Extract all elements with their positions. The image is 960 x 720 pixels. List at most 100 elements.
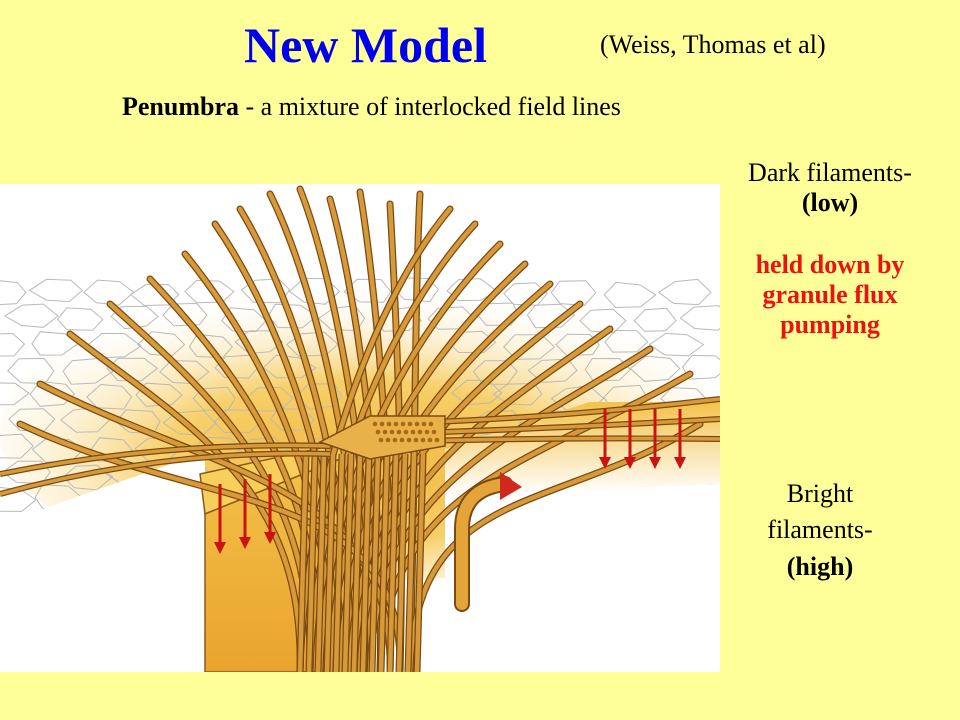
horizontal-filament <box>0 443 331 476</box>
pumping-arrow-head <box>674 457 686 469</box>
bright-filaments-note: Bright filaments- (high) <box>720 476 920 585</box>
granule-cell <box>633 307 677 332</box>
pumping-arrows <box>214 409 686 554</box>
granule-cell <box>0 332 26 357</box>
flux-dot <box>396 429 402 435</box>
flux-dot <box>375 429 381 435</box>
flux-dot <box>428 421 434 427</box>
flux-dot <box>420 437 426 443</box>
granule-cell <box>555 333 600 357</box>
granule-cell <box>604 329 649 353</box>
pumping-arrow-head <box>599 457 611 469</box>
granule-cell <box>681 354 720 380</box>
flux-dot <box>421 421 427 427</box>
bundle-tube <box>351 453 363 672</box>
flux-dot <box>385 437 391 443</box>
slide-title: New Model <box>244 17 487 73</box>
granule-cell <box>86 383 133 410</box>
granule-cell <box>657 278 712 306</box>
bright-filaments-level: (high) <box>786 551 854 581</box>
sunspot-figure <box>0 184 720 672</box>
pumping-arrow-head <box>624 457 636 469</box>
granule-cell <box>110 305 159 330</box>
bundle-tube <box>324 453 336 672</box>
subtitle-keyword: Penumbra <box>122 92 239 121</box>
flux-dot <box>386 421 392 427</box>
granule-cell <box>56 307 104 331</box>
umbra-flux-dots <box>372 421 440 443</box>
flux-dot <box>407 421 413 427</box>
granule-cell <box>83 279 135 306</box>
granule-cell <box>446 278 498 302</box>
flux-dot <box>413 437 419 443</box>
granule-cell <box>0 382 30 406</box>
granule-cell <box>584 357 632 382</box>
upflow-arrow-icon <box>456 478 511 610</box>
granule-cell <box>526 303 576 329</box>
flux-dot <box>406 437 412 443</box>
dark-filaments-label: Dark filaments- <box>748 158 912 187</box>
upflow-arrow-head <box>500 472 522 500</box>
granule-cell <box>343 278 392 303</box>
granule-cell <box>29 380 76 407</box>
bundle-tube <box>414 453 426 672</box>
flux-dot <box>434 437 440 443</box>
sunspot-flux-tube-illustration <box>0 185 720 672</box>
granule-cell <box>28 278 84 303</box>
granule-cell <box>0 433 34 459</box>
bundle-tube <box>306 453 318 672</box>
pumping-arrow-head <box>214 542 226 554</box>
flux-dot <box>424 429 430 435</box>
bundle-tube <box>405 453 417 672</box>
bundle-tube <box>315 453 327 672</box>
flux-tube <box>307 221 478 672</box>
flux-dot <box>410 429 416 435</box>
subtitle-description: - a mixture of interlocked field lines <box>239 92 621 121</box>
pumping-arrow-head <box>239 537 251 549</box>
granule-cell <box>60 406 111 433</box>
flux-dot <box>389 429 395 435</box>
flux-dot <box>382 429 388 435</box>
granule-cell <box>31 331 79 356</box>
flux-dot <box>378 437 384 443</box>
flux-dot <box>372 421 378 427</box>
granule-cell <box>629 355 681 382</box>
right-void <box>445 484 720 672</box>
pumping-arrow-head <box>649 457 661 469</box>
granule-cell <box>162 302 208 327</box>
granule-cell <box>106 357 159 382</box>
granule-cell <box>0 280 27 306</box>
bundle-tube <box>360 453 372 672</box>
bundle-tube <box>342 453 354 672</box>
bundle-tube <box>333 453 345 672</box>
bundle-tube <box>387 453 399 672</box>
mechanism-line-3: pumping <box>780 309 880 339</box>
flux-dot <box>431 429 437 435</box>
granule-cell <box>603 281 657 309</box>
granule-cell <box>136 331 186 357</box>
bright-filaments-line-2: filaments- <box>767 515 873 545</box>
granule-cell <box>3 303 59 328</box>
bundle-tube <box>297 453 309 672</box>
granule-cell <box>679 305 720 331</box>
flux-dot <box>417 429 423 435</box>
pumping-mechanism-note: held down by granule flux pumping <box>700 250 960 340</box>
flux-dot <box>400 421 406 427</box>
granule-cell <box>648 332 705 357</box>
flux-dot <box>403 429 409 435</box>
flux-tube <box>297 206 453 672</box>
horizontal-filament <box>0 451 331 496</box>
dark-filaments-note: Dark filaments- (low) <box>700 158 960 218</box>
mechanism-line-1: held down by <box>755 250 905 279</box>
author-credit: (Weiss, Thomas et al) <box>600 30 826 59</box>
slide-subtitle: Penumbra - a mixture of interlocked fiel… <box>122 92 621 122</box>
flux-dot <box>427 437 433 443</box>
bundle-tube <box>369 453 381 672</box>
granule-cell <box>221 307 267 333</box>
mechanism-line-2: granule flux <box>762 279 898 309</box>
granule-cell <box>129 283 180 307</box>
granule-cell <box>188 333 233 359</box>
flux-dot <box>399 437 405 443</box>
flux-dot <box>414 421 420 427</box>
